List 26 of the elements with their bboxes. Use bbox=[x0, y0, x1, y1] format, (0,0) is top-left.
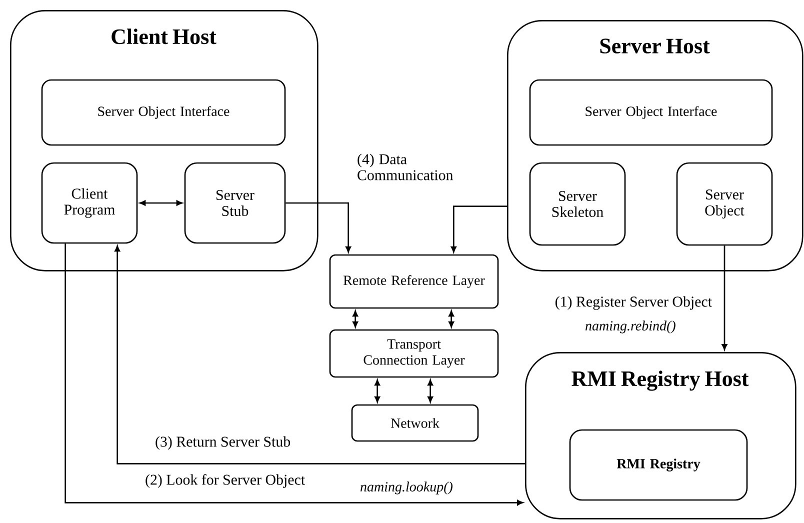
arrow bbox=[64, 244, 524, 506]
layer-box: Remote Reference Layer bbox=[329, 254, 499, 309]
method-call-label: naming.lookup() bbox=[360, 482, 452, 494]
component-box: Server Object bbox=[676, 162, 773, 246]
arrow bbox=[428, 379, 434, 402]
component-box: Server Skeleton bbox=[529, 162, 626, 246]
edge-label: (3) Return Server Stub bbox=[154, 434, 292, 452]
arrow bbox=[374, 379, 380, 402]
method-call-label: naming.rebind() bbox=[586, 320, 676, 334]
arrow bbox=[722, 246, 728, 350]
edge-label: (1) Register Server Object bbox=[554, 294, 714, 312]
arrow bbox=[352, 310, 358, 328]
component-box: Client Program bbox=[41, 162, 138, 244]
layer-box: Network bbox=[351, 404, 479, 442]
arrow bbox=[286, 202, 352, 252]
registry-box: RMI Registry bbox=[569, 429, 748, 501]
arrow bbox=[448, 310, 454, 328]
component-box: Server Stub bbox=[184, 162, 286, 244]
component-box: Server Object Interface bbox=[41, 79, 286, 146]
component-box: Server Object Interface bbox=[529, 79, 773, 146]
arrow bbox=[140, 200, 183, 206]
edge-label: (2) Look for Server Object bbox=[144, 472, 306, 490]
layer-box: Transport Connection Layer bbox=[329, 329, 499, 378]
arrow bbox=[450, 206, 507, 252]
edge-label: (4) Data Communication bbox=[356, 152, 454, 182]
arrow bbox=[114, 245, 525, 464]
